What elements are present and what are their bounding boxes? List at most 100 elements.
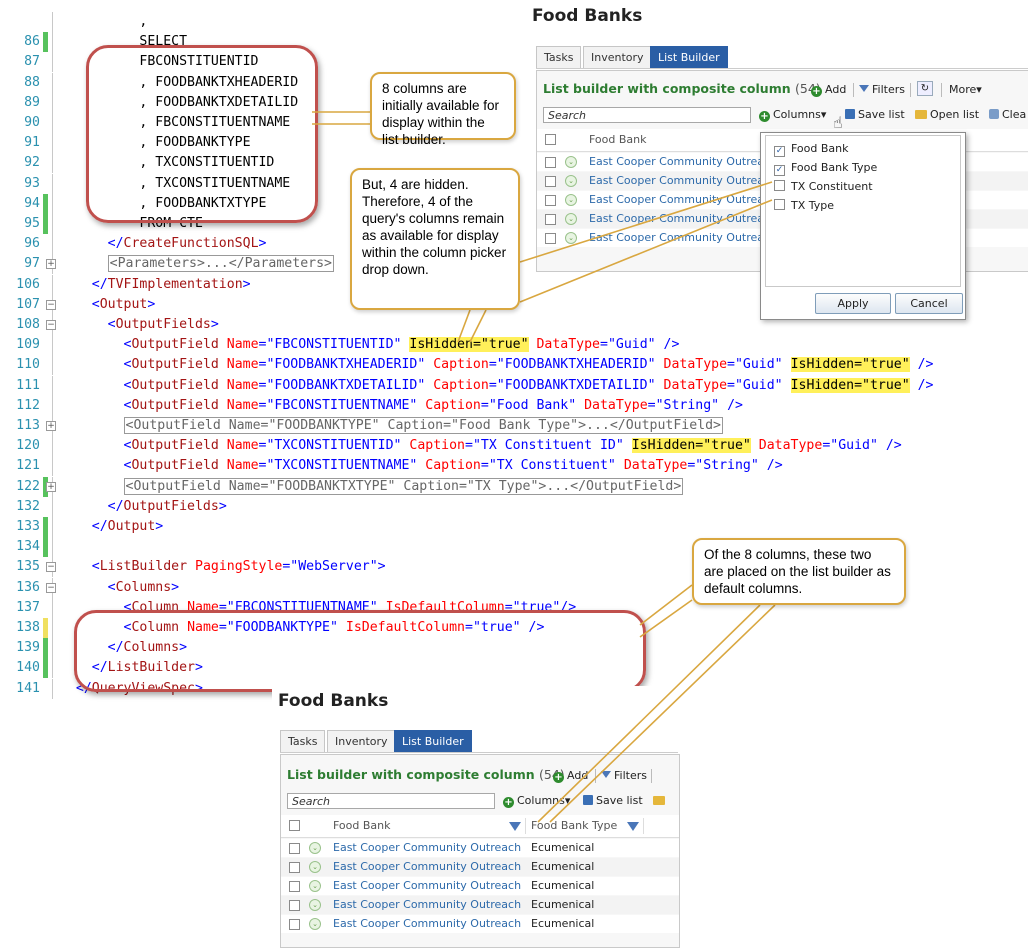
line-number: 134 <box>16 539 40 555</box>
filters-button[interactable]: Filters <box>601 769 647 782</box>
open-list-button[interactable]: Open list <box>915 108 979 121</box>
code-line: 96 </CreateFunctionSQL> <box>0 234 1028 255</box>
open-list-button[interactable] <box>653 794 668 807</box>
search-input[interactable]: Search <box>543 107 751 123</box>
row-checkbox[interactable] <box>545 157 556 168</box>
food-bank-link[interactable]: East Cooper Community Outreach <box>589 212 778 225</box>
line-number: 107 <box>16 296 40 312</box>
expand-row-icon[interactable]: ⌄ <box>565 232 577 244</box>
tab-list-builder[interactable]: List Builder <box>650 46 728 68</box>
list-builder-header: List builder with composite column (54) <box>287 767 565 782</box>
food-bank-link[interactable]: East Cooper Community Outreach <box>333 917 522 930</box>
collapse-icon[interactable]: − <box>46 562 56 573</box>
row-checkbox[interactable] <box>545 176 556 187</box>
row-checkbox[interactable] <box>289 843 300 854</box>
save-list-button[interactable]: Save list <box>583 794 643 807</box>
collapse-icon[interactable]: − <box>46 320 56 330</box>
expand-icon[interactable]: + <box>46 259 56 270</box>
column-header-food-bank[interactable]: Food Bank <box>333 819 391 832</box>
expand-row-icon[interactable]: ⌄ <box>309 899 321 911</box>
tab-inventory[interactable]: Inventory <box>583 46 652 68</box>
columns-button[interactable]: +Columns▾ <box>759 108 826 122</box>
expand-icon[interactable]: + <box>46 481 56 492</box>
more-button[interactable]: More▾ <box>949 83 982 96</box>
expand-row-icon[interactable]: ⌄ <box>309 861 321 873</box>
row-checkbox[interactable] <box>289 919 300 930</box>
food-bank-link[interactable]: East Cooper Community Outreach <box>333 860 522 873</box>
food-bank-link[interactable]: East Cooper Community Outreach <box>333 898 522 911</box>
code-token: , FOODBANKTXTYPE <box>60 195 267 211</box>
filter-icon[interactable] <box>627 822 639 831</box>
tab-tasks[interactable]: Tasks <box>280 730 326 752</box>
expand-row-icon[interactable]: ⌄ <box>565 194 577 206</box>
food-bank-link[interactable]: East Cooper Community Outreach <box>589 231 778 244</box>
food-bank-link[interactable]: East Cooper Community Outreach <box>589 174 778 187</box>
tab-list-builder[interactable]: List Builder <box>394 730 472 752</box>
row-checkbox[interactable] <box>545 233 556 244</box>
search-input[interactable]: Search <box>287 793 495 809</box>
food-bank-link[interactable]: East Cooper Community Outreach <box>333 879 522 892</box>
bottom-food-banks-panel: Food Banks Tasks Inventory List Builder … <box>272 686 680 951</box>
cancel-button[interactable]: Cancel <box>895 293 963 314</box>
code-token: > <box>210 317 219 332</box>
checked-checkbox[interactable]: ✓ <box>774 146 785 157</box>
row-checkbox[interactable] <box>289 900 300 911</box>
filters-button[interactable]: Filters <box>859 83 905 96</box>
food-bank-type-cell: Ecumenical <box>531 860 595 873</box>
column-header-food-bank-type[interactable]: Food Bank Type <box>531 819 618 832</box>
column-option[interactable]: ✓Food Bank <box>774 142 849 157</box>
column-option[interactable]: ✓Food Bank Type <box>774 161 877 176</box>
table-row[interactable]: ⌄ East Cooper Community Outreach Ecumenica… <box>281 858 679 876</box>
column-option[interactable]: TX Constituent <box>774 180 873 193</box>
code-token: OutputField <box>131 377 219 393</box>
code-token: DataType <box>655 377 728 393</box>
add-button[interactable]: +Add <box>553 769 588 783</box>
checkbox[interactable] <box>774 199 785 210</box>
columns-button[interactable]: +Columns▾ <box>503 794 570 808</box>
code-token: </ <box>91 519 108 534</box>
code-token: "FOODBANKTXDETAILID" <box>496 377 656 393</box>
code-token: OutputField <box>131 337 219 353</box>
gutter-divider <box>52 193 53 214</box>
expand-row-icon[interactable]: ⌄ <box>309 842 321 854</box>
tab-tasks[interactable]: Tasks <box>536 46 582 68</box>
code-token: , FOODBANKTXDETAILID <box>60 94 299 110</box>
collapse-icon[interactable]: − <box>46 299 56 310</box>
code-token: "FOODBANKTYPE" <box>226 620 338 635</box>
expand-icon[interactable]: + <box>46 421 56 431</box>
line-number: 111 <box>16 377 40 393</box>
food-bank-link[interactable]: East Cooper Community Outreach <box>333 841 522 854</box>
row-checkbox[interactable] <box>289 881 300 892</box>
collapse-icon[interactable]: − <box>46 582 56 593</box>
row-checkbox[interactable] <box>289 862 300 873</box>
refresh-button[interactable]: ↻ <box>917 81 933 96</box>
save-list-button[interactable]: Save list <box>845 108 905 121</box>
checkbox[interactable] <box>774 180 785 191</box>
expand-row-icon[interactable]: ⌄ <box>565 213 577 225</box>
checked-checkbox[interactable]: ✓ <box>774 165 785 176</box>
row-checkbox[interactable] <box>545 214 556 225</box>
code-line: 95 FROM CTE <box>0 214 1028 234</box>
apply-button[interactable]: Apply <box>815 293 891 314</box>
row-checkbox[interactable] <box>545 195 556 206</box>
expand-row-icon[interactable]: ⌄ <box>309 880 321 892</box>
clear-button[interactable]: Clea <box>989 108 1026 121</box>
food-bank-link[interactable]: East Cooper Community Outreach <box>589 193 778 206</box>
add-button[interactable]: +Add <box>811 83 846 97</box>
select-all-checkbox[interactable] <box>289 820 300 831</box>
expand-row-icon[interactable]: ⌄ <box>565 175 577 187</box>
tab-inventory[interactable]: Inventory <box>327 730 396 752</box>
column-header-food-bank[interactable]: Food Bank <box>589 133 647 146</box>
food-bank-link[interactable]: East Cooper Community Outreach <box>589 155 778 168</box>
filter-icon[interactable] <box>509 822 521 831</box>
code-token: "FOODBANKTXHEADERID" <box>266 357 426 373</box>
default-columns-highlight <box>74 610 646 692</box>
expand-row-icon[interactable]: ⌄ <box>309 918 321 930</box>
column-option[interactable]: TX Type <box>774 199 834 212</box>
select-all-checkbox[interactable] <box>545 134 556 145</box>
expand-row-icon[interactable]: ⌄ <box>565 156 577 168</box>
